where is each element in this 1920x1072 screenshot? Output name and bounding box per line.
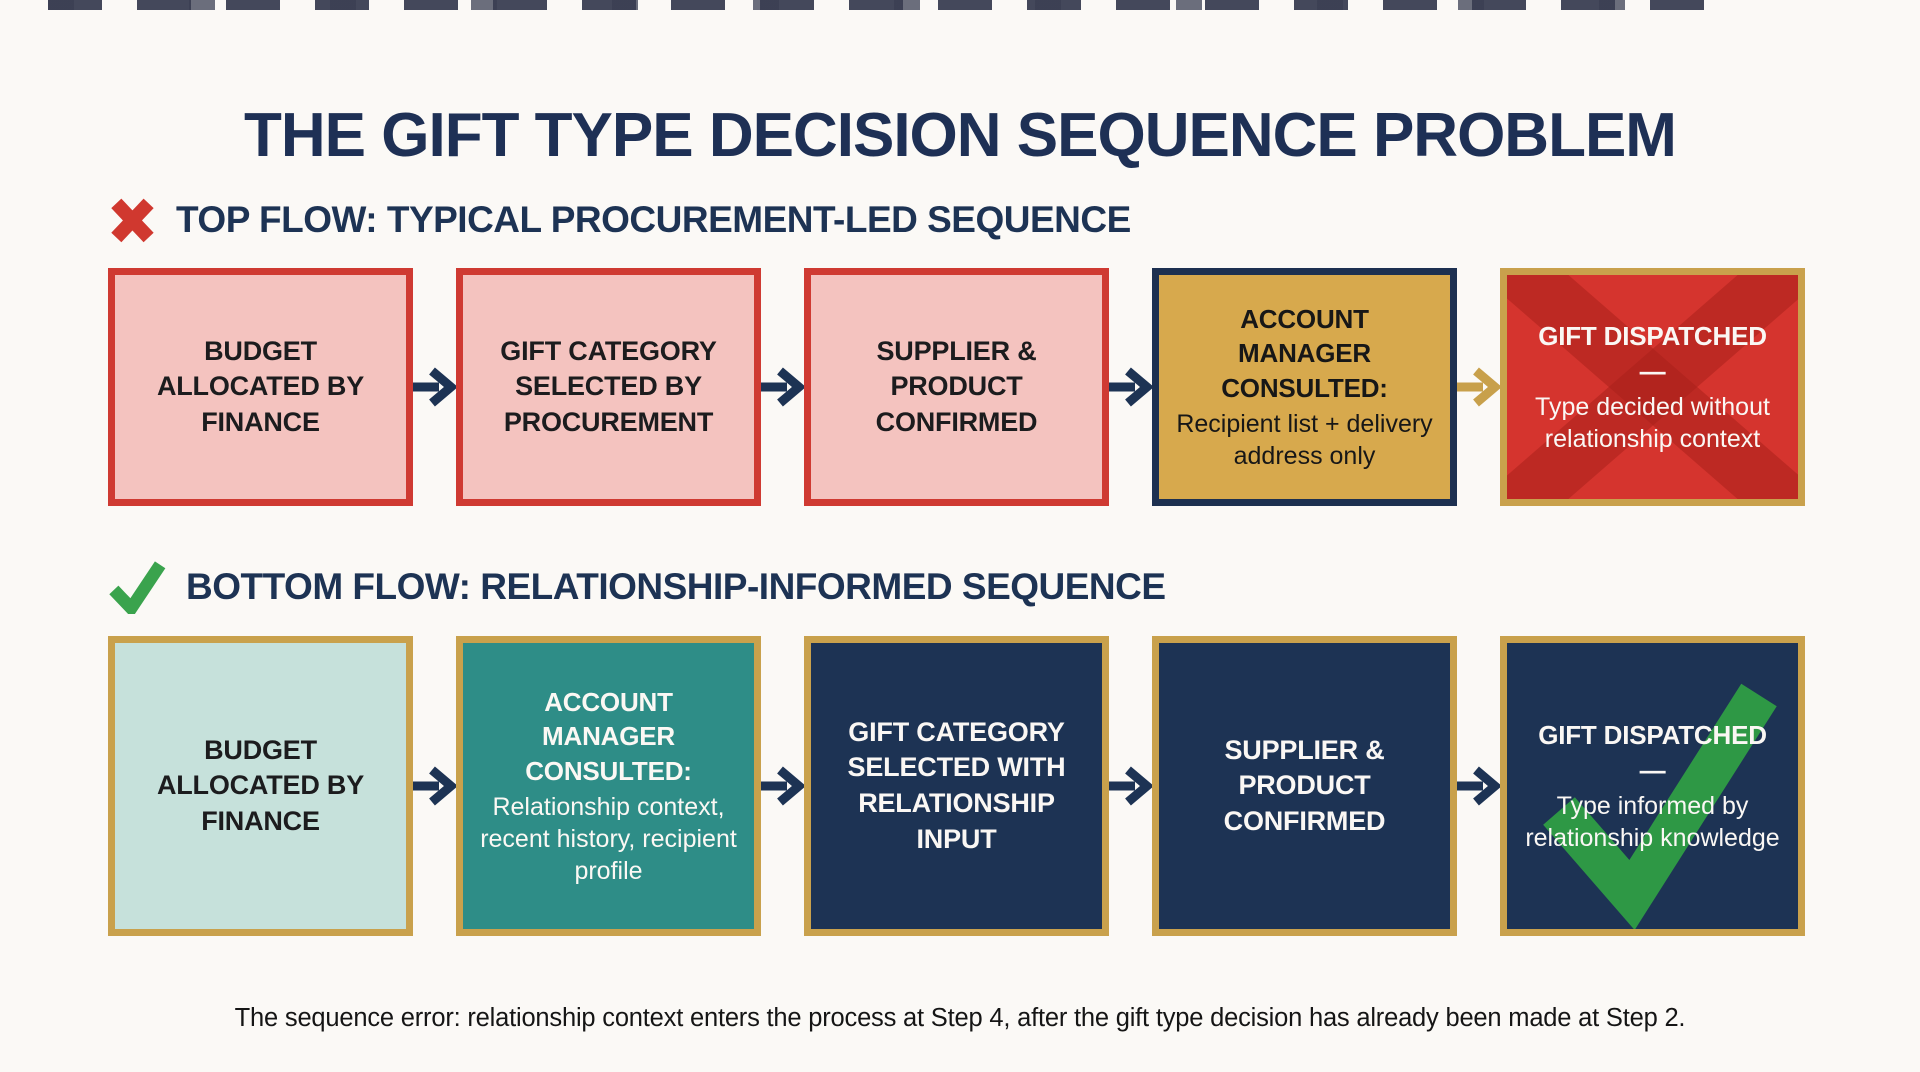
page-title: THE GIFT TYPE DECISION SEQUENCE PROBLEM [244, 100, 1677, 170]
step-account-manager-late: ACCOUNT MANAGER CONSULTED: Recipient lis… [1152, 268, 1457, 506]
step-subtitle: Type decided without relationship contex… [1535, 392, 1770, 453]
arrow-right-icon [1457, 764, 1500, 808]
bottom-flow-heading: BOTTOM FLOW: RELATIONSHIP-INFORMED SEQUE… [108, 560, 1166, 614]
step-title: SUPPLIER & PRODUCT CONFIRMED [875, 335, 1038, 437]
step-gift-dispatched-success: GIFT DISPATCHED — Type informed by relat… [1500, 636, 1805, 936]
step-account-manager-early: ACCOUNT MANAGER CONSULTED: Relationship … [456, 636, 761, 936]
step-subtitle: Relationship context, recent history, re… [480, 792, 737, 885]
step-supplier-product: SUPPLIER & PRODUCT CONFIRMED [804, 268, 1109, 506]
step-title: ACCOUNT MANAGER CONSULTED: [1221, 304, 1388, 403]
step-supplier-product: SUPPLIER & PRODUCT CONFIRMED [1152, 636, 1457, 936]
step-title: GIFT CATEGORY SELECTED WITH RELATIONSHIP… [847, 716, 1066, 854]
arrow-right-icon [1457, 365, 1500, 409]
top-edge-artifact [48, 0, 1738, 10]
arrow-right-icon [761, 365, 804, 409]
step-title: ACCOUNT MANAGER CONSULTED: [525, 687, 692, 786]
step-budget-allocated: BUDGET ALLOCATED BY FINANCE [108, 636, 413, 936]
bottom-flow-row: BUDGET ALLOCATED BY FINANCE ACCOUNT MANA… [108, 636, 1805, 936]
top-flow-heading-label: TOP FLOW: TYPICAL PROCUREMENT-LED SEQUEN… [176, 199, 1131, 240]
step-gift-dispatched-fail: GIFT DISPATCHED — Type decided without r… [1500, 268, 1805, 506]
step-title: SUPPLIER & PRODUCT CONFIRMED [1223, 734, 1386, 836]
check-watermark [1543, 683, 1777, 929]
step-subtitle: Recipient list + delivery address only [1176, 409, 1433, 470]
arrow-right-icon [413, 764, 456, 808]
step-gift-category-relationship: GIFT CATEGORY SELECTED WITH RELATIONSHIP… [804, 636, 1109, 936]
step-gift-category-procurement: GIFT CATEGORY SELECTED BY PROCUREMENT [456, 268, 761, 506]
step-subtitle: Type informed by relationship knowledge [1525, 791, 1780, 852]
arrow-right-icon [1109, 365, 1152, 409]
step-title: BUDGET ALLOCATED BY FINANCE [156, 734, 365, 836]
step-title: GIFT DISPATCHED — [1538, 321, 1767, 386]
sequence-error-caption: The sequence error: relationship context… [234, 1003, 1686, 1032]
arrow-right-icon [761, 764, 804, 808]
top-flow-heading: TOP FLOW: TYPICAL PROCUREMENT-LED SEQUEN… [108, 196, 1131, 244]
arrow-right-icon [1109, 764, 1152, 808]
step-title: GIFT CATEGORY SELECTED BY PROCUREMENT [500, 335, 717, 437]
step-budget-allocated: BUDGET ALLOCATED BY FINANCE [108, 268, 413, 506]
x-icon [111, 198, 154, 243]
check-icon [109, 561, 166, 614]
step-title: BUDGET ALLOCATED BY FINANCE [156, 335, 365, 437]
top-flow-row: BUDGET ALLOCATED BY FINANCE GIFT CATEGOR… [108, 268, 1805, 506]
bottom-flow-heading-label: BOTTOM FLOW: RELATIONSHIP-INFORMED SEQUE… [186, 566, 1166, 607]
step-title: GIFT DISPATCHED — [1538, 720, 1767, 785]
arrow-right-icon [413, 365, 456, 409]
